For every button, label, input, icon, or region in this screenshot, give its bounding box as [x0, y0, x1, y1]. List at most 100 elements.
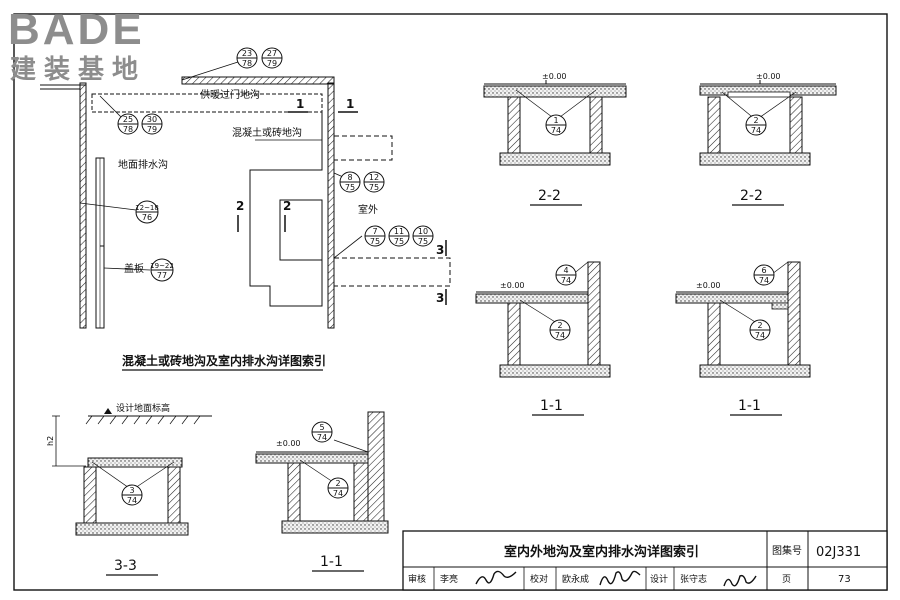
section-2-2-b: ±0.00 2 74 2-2: [699, 72, 837, 206]
svg-text:75: 75: [345, 183, 355, 192]
svg-text:3: 3: [129, 486, 134, 495]
svg-text:76: 76: [142, 213, 152, 222]
ref-12-75: 12 75: [363, 171, 385, 193]
label-floor-drain: 地面排水沟: [118, 158, 168, 171]
ref-23-78: 23 78: [236, 47, 258, 69]
svg-text:10: 10: [418, 227, 428, 236]
atlas-number: 02J331: [816, 545, 861, 560]
title-1-1-a: 1-1: [540, 398, 563, 414]
svg-text:12: 12: [369, 173, 379, 182]
bade-logo: BADE 建装基地: [8, 5, 146, 85]
section-mark-1b: 1: [346, 97, 354, 111]
svg-text:2: 2: [757, 321, 762, 330]
svg-text:23: 23: [242, 49, 252, 58]
title-2-2-b: 2-2: [740, 188, 763, 204]
svg-text:30: 30: [147, 115, 157, 124]
checker-name: 欧永成: [562, 573, 589, 585]
svg-text:4: 4: [563, 266, 568, 275]
heating-trench: [91, 93, 323, 113]
svg-text:2: 2: [335, 479, 340, 488]
ref-4-74: 4 74: [555, 264, 577, 286]
review-label: 审核: [408, 573, 426, 585]
logo-brand: BADE: [8, 5, 145, 54]
ref-25-78: 25 78: [117, 113, 139, 135]
svg-text:75: 75: [418, 237, 428, 246]
svg-text:74: 74: [751, 126, 761, 135]
ref-30-79: 30 79: [141, 113, 163, 135]
concrete-trench: [249, 112, 323, 307]
title-2-2-a: 2-2: [538, 188, 561, 204]
atlas-label: 图集号: [772, 544, 802, 557]
label-cover-plate: 盖板: [124, 262, 144, 275]
title-3-3: 3-3: [114, 558, 137, 574]
ref-27-79: 27 79: [261, 47, 283, 69]
section-1-1-a: ±0.00 4 74 2 74 1-1: [475, 261, 611, 416]
section-mark-2a: 2: [236, 199, 244, 213]
plan-top-slab: [181, 76, 335, 85]
svg-text:19~22: 19~22: [150, 262, 174, 270]
title-block-title: 室内外地沟及室内排水沟详图索引: [504, 544, 699, 560]
ref-7-75: 7 75: [364, 225, 386, 247]
ref-2-74-e: 2 74: [327, 477, 349, 499]
svg-text:74: 74: [551, 126, 561, 135]
svg-text:7: 7: [372, 227, 377, 236]
svg-text:11: 11: [394, 227, 404, 236]
ref-10-75: 10 75: [412, 225, 434, 247]
svg-text:5: 5: [319, 423, 324, 432]
ref-1-74: 1 74: [545, 114, 567, 136]
ref-8-75: 8 75: [339, 171, 361, 193]
outdoor-trench-upper: [334, 135, 393, 161]
svg-text:12~18: 12~18: [135, 204, 159, 212]
page-number: 73: [838, 574, 851, 585]
svg-text:±0.00: ±0.00: [696, 281, 721, 290]
checker-signature: [599, 570, 641, 586]
outdoor-trench-lower: [334, 257, 451, 287]
check-label: 校对: [530, 573, 548, 585]
ref-2-74-c: 2 74: [549, 319, 571, 341]
svg-text:±0.00: ±0.00: [756, 72, 781, 81]
svg-text:6: 6: [761, 266, 766, 275]
svg-text:±0.00: ±0.00: [276, 439, 301, 448]
ref-19-22-77: 19~22 77: [150, 258, 174, 282]
section-mark-1a: 1: [296, 97, 304, 111]
section-mark-2b: 2: [283, 199, 291, 213]
svg-text:74: 74: [127, 496, 137, 505]
ref-6-74: 6 74: [753, 264, 775, 286]
section-1-1-c: ±0.00 5 74 2 74 1-1: [255, 411, 389, 572]
ref-2-74-b: 2 74: [745, 114, 767, 136]
title-1-1-b: 1-1: [738, 398, 761, 414]
logo-subtitle: 建装基地: [10, 55, 146, 85]
svg-text:27: 27: [267, 49, 277, 58]
svg-text:74: 74: [561, 276, 571, 285]
plan-left-wall: [79, 82, 87, 329]
section-mark-3b: 3: [436, 291, 444, 305]
designer-name: 张守志: [680, 573, 707, 585]
svg-text:25: 25: [123, 115, 133, 124]
plan-caption: 混凝土或砖地沟及室内排水沟详图索引: [122, 353, 326, 368]
label-concrete-trench: 混凝土或砖地沟: [232, 126, 302, 139]
svg-text:75: 75: [370, 237, 380, 246]
level-mark: ±0.00: [542, 72, 567, 81]
label-outdoor: 室外: [358, 203, 378, 216]
svg-text:77: 77: [157, 271, 167, 280]
svg-text:1: 1: [553, 116, 558, 125]
designer-signature: [723, 574, 757, 587]
ref-12-18-76: 12~18 76: [135, 200, 159, 224]
section-1-1-b: ±0.00 6 74 2 74 1-1: [675, 261, 811, 416]
ref-5-74: 5 74: [311, 421, 333, 443]
svg-text:2: 2: [753, 116, 758, 125]
svg-text:74: 74: [755, 331, 765, 340]
section-3-3: 设计地面标高 h2 3 74 3-3: [46, 402, 212, 576]
ref-11-75: 11 75: [388, 225, 410, 247]
ref-2-74-d: 2 74: [749, 319, 771, 341]
label-design-ground: 设计地面标高: [116, 402, 170, 414]
section-2-2-a: ±0.00 1 74 2-2: [483, 72, 627, 206]
svg-text:79: 79: [147, 125, 157, 134]
design-label: 设计: [650, 573, 668, 585]
trench-plan: 1 1 2 2 3 3 供暖过门地沟 混凝土或砖地沟 地面排水沟 盖板 室外 2…: [40, 47, 451, 371]
svg-text:8: 8: [347, 173, 352, 182]
svg-text:74: 74: [759, 276, 769, 285]
reviewer-name: 李亮: [440, 573, 458, 585]
title-1-1-c: 1-1: [320, 554, 343, 570]
svg-text:75: 75: [394, 237, 404, 246]
